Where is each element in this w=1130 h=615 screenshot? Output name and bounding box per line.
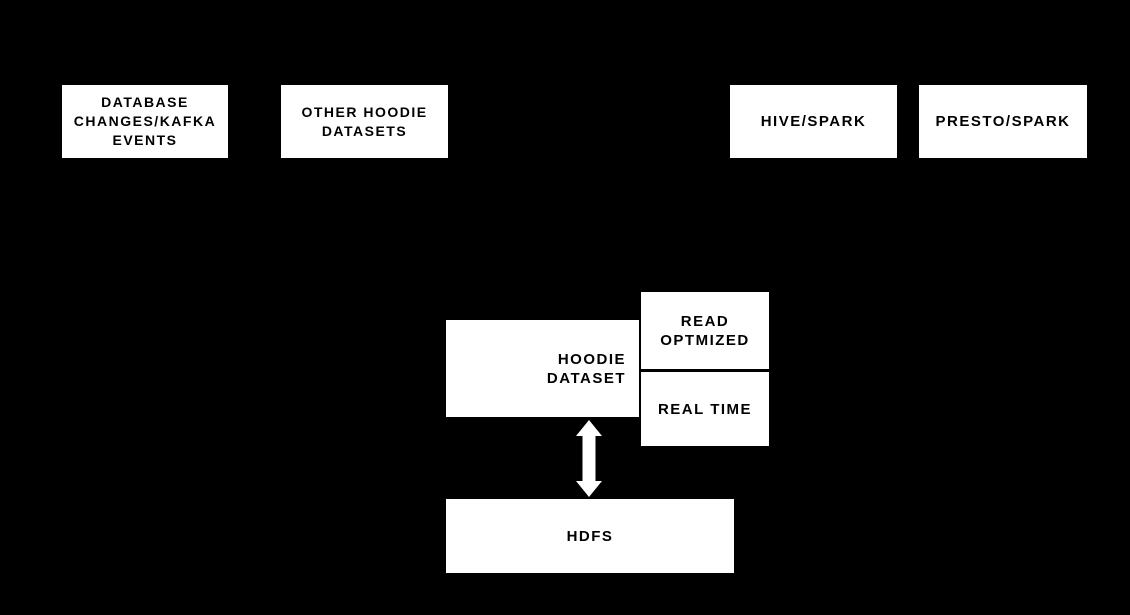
node-label: OPTMIZED xyxy=(660,331,750,349)
node-real-time: REAL TIME xyxy=(641,372,769,446)
double-arrow-icon xyxy=(576,420,602,497)
node-label: OTHER HOODIE xyxy=(301,103,428,120)
node-label: EVENTS xyxy=(112,132,178,148)
node-hive-spark: HIVE/SPARK xyxy=(730,85,897,158)
node-hdfs: HDFS xyxy=(446,499,734,573)
node-presto-spark: PRESTO/SPARK xyxy=(919,85,1087,158)
node-other-hoodie-datasets: OTHER HOODIE DATASETS xyxy=(281,85,448,158)
node-label: HDFS xyxy=(566,527,614,545)
node-hoodie-dataset: HOODIE DATASET xyxy=(446,320,639,417)
node-label: PRESTO/SPARK xyxy=(935,113,1071,130)
node-label: CHANGES/KAFKA xyxy=(73,113,217,129)
node-label: HOODIE xyxy=(557,350,626,368)
node-database-changes-kafka-events: DATABASE CHANGES/KAFKA EVENTS xyxy=(62,85,228,158)
node-label: HIVE/SPARK xyxy=(760,113,867,130)
node-label: READ xyxy=(680,312,730,330)
node-label: DATABASE xyxy=(101,94,189,110)
node-label: DATASETS xyxy=(321,122,408,139)
node-label: REAL TIME xyxy=(657,400,753,418)
node-label: DATASET xyxy=(546,369,626,387)
node-read-optimized: READ OPTMIZED xyxy=(641,292,769,369)
